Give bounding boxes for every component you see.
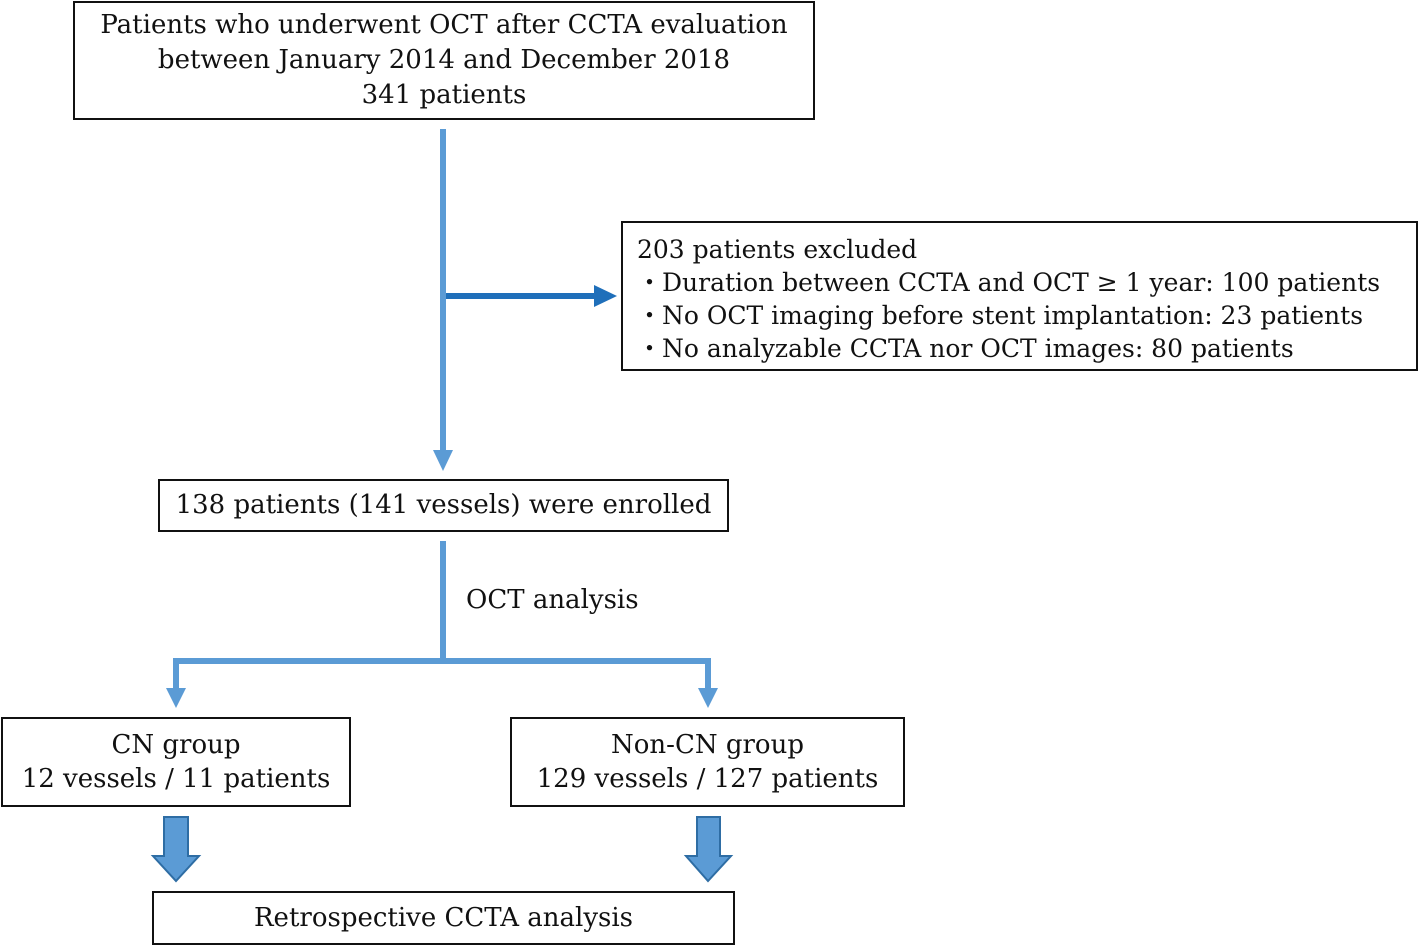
noncn-group-box: Non-CN group 129 vessels / 127 patients xyxy=(510,717,905,807)
excluded-item-not-analyzable: ・No analyzable CCTA nor OCT images: 80 p… xyxy=(637,334,1294,363)
retrospective-analysis-box: Retrospective CCTA analysis xyxy=(152,891,735,945)
cn-to-retro-block-arrow xyxy=(150,816,202,883)
noncn-group-detail: 129 vessels / 127 patients xyxy=(536,764,879,794)
retrospective-analysis-text: Retrospective CCTA analysis xyxy=(253,902,634,933)
excluded-item-duration: ・Duration between CCTA and OCT ≥ 1 year:… xyxy=(637,268,1381,297)
exclusion-arrowhead xyxy=(594,285,617,307)
noncn-group-title: Non-CN group xyxy=(611,730,804,760)
screened-line-3: 341 patients xyxy=(361,80,527,110)
noncn-to-retro-block-arrow xyxy=(683,816,734,883)
cn-group-title: CN group xyxy=(111,730,241,760)
excluded-title: 203 patients excluded xyxy=(637,235,918,264)
screened-line-1: Patients who underwent OCT after CCTA ev… xyxy=(100,10,788,40)
cn-group-detail: 12 vessels / 11 patients xyxy=(21,764,331,794)
cn-branch-arrowhead xyxy=(166,688,186,708)
excluded-patients-box: 203 patients excluded ・Duration between … xyxy=(621,221,1418,371)
main-flow-arrowhead xyxy=(433,450,453,471)
cn-group-box: CN group 12 vessels / 11 patients xyxy=(1,717,351,807)
oct-analysis-label: OCT analysis xyxy=(466,585,639,615)
noncn-branch-arrowhead xyxy=(698,688,718,708)
screened-patients-box: Patients who underwent OCT after CCTA ev… xyxy=(73,1,815,120)
excluded-item-no-imaging: ・No OCT imaging before stent implantatio… xyxy=(637,301,1364,330)
enrolled-text: 138 patients (141 vessels) were enrolled xyxy=(175,490,712,520)
enrolled-patients-box: 138 patients (141 vessels) were enrolled xyxy=(158,479,729,532)
screened-line-2: between January 2014 and December 2018 xyxy=(157,45,731,75)
